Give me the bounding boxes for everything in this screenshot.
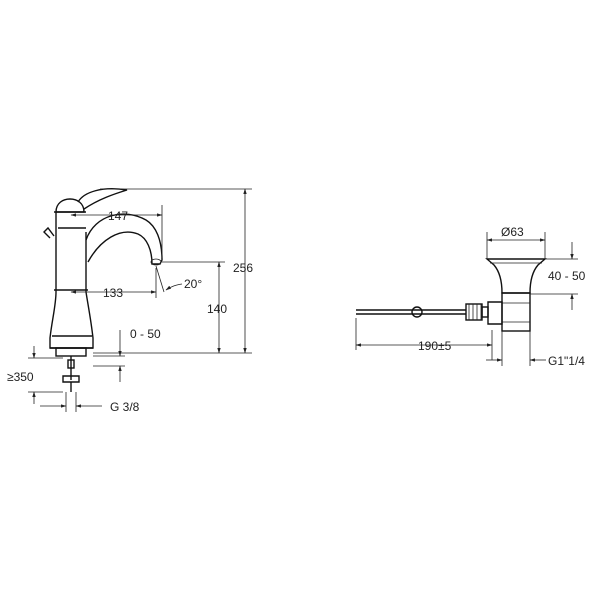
dim-waste-thread: G1"1/4 bbox=[548, 354, 585, 368]
dim-rod-length: 190±5 bbox=[418, 339, 452, 353]
dim-waste-diameter: Ø63 bbox=[501, 225, 524, 239]
faucet-dimensions bbox=[28, 188, 252, 412]
dim-overall-height: 256 bbox=[233, 261, 253, 275]
dim-spout-reach: 147 bbox=[108, 209, 128, 223]
dim-waste-height-range: 40 - 50 bbox=[548, 269, 586, 283]
faucet-drawing bbox=[43, 188, 163, 392]
dim-spout-height: 140 bbox=[207, 302, 227, 316]
dim-centre-to-outlet: 133 bbox=[103, 286, 123, 300]
dim-spout-angle: 20° bbox=[184, 277, 202, 291]
dim-hose-length: ≥350 bbox=[7, 370, 34, 384]
waste-drawing bbox=[356, 258, 547, 332]
dim-deck-thickness: 0 - 50 bbox=[130, 327, 161, 341]
waste-dimensions bbox=[355, 232, 578, 366]
dim-connection-thread: G 3/8 bbox=[110, 400, 140, 414]
